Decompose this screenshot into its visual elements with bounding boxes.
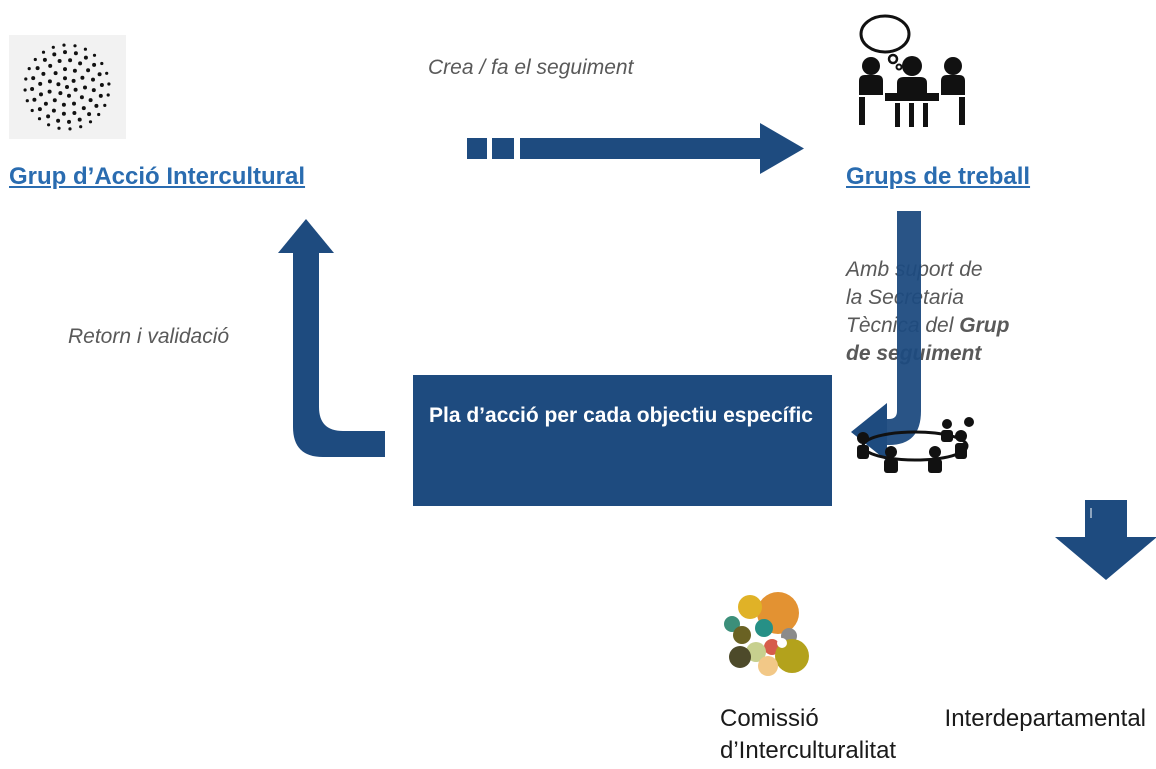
- sphere-dot: [80, 75, 85, 80]
- sphere-dot: [72, 68, 77, 73]
- sphere-dot: [77, 117, 82, 122]
- sphere-dot: [88, 120, 93, 124]
- sphere-dot: [47, 123, 51, 127]
- sphere-dot: [63, 50, 67, 55]
- sphere-dot: [94, 103, 99, 108]
- sphere-dot: [33, 57, 37, 62]
- sphere-dot: [91, 77, 95, 82]
- sphere-dot: [97, 112, 101, 117]
- crea-seguiment-label: Crea / fa el seguiment: [428, 56, 634, 79]
- sphere-dot: [78, 61, 83, 66]
- sphere-dot: [103, 103, 107, 107]
- sphere-dot: [24, 77, 28, 81]
- sphere-dot: [41, 50, 46, 54]
- sphere-dot: [79, 95, 84, 100]
- sphere-dot: [57, 126, 61, 130]
- sphere-dot: [68, 127, 72, 131]
- sphere-dot: [23, 88, 27, 92]
- sphere-dot: [83, 55, 88, 60]
- sphere-dot: [86, 68, 91, 73]
- sphere-dot: [53, 71, 58, 76]
- sphere-dot: [31, 76, 36, 81]
- sphere-dot: [52, 98, 57, 103]
- sphere-dot: [46, 114, 51, 119]
- sphere-dot: [107, 82, 111, 86]
- sphere-dot: [65, 85, 69, 89]
- sphere-dot: [88, 98, 93, 103]
- sphere-dot: [83, 47, 87, 51]
- sphere-dot: [30, 87, 35, 91]
- sphere-dot: [63, 67, 67, 72]
- dotted-sphere-icon: [9, 35, 126, 139]
- sphere-dot: [61, 102, 66, 107]
- sphere-dot: [92, 53, 97, 57]
- sphere-dot: [83, 85, 87, 90]
- sphere-dot: [30, 108, 34, 113]
- sphere-dot: [39, 92, 43, 97]
- sphere-dot: [79, 125, 83, 129]
- retorn-validacio-label: Retorn i validació: [68, 325, 230, 348]
- sphere-dot: [38, 81, 43, 86]
- suport-note: Amb suport de la Secretaria Tècnica del …: [846, 256, 1009, 368]
- comissio-line-1: Comissió Interdepartamental: [720, 705, 1146, 732]
- sphere-dot: [72, 111, 77, 115]
- sphere-dot: [99, 83, 104, 87]
- sphere-dot: [100, 61, 104, 66]
- sphere-dot: [48, 63, 53, 68]
- sphere-dot: [63, 76, 67, 81]
- sphere-dot: [52, 52, 57, 57]
- sphere-dot: [56, 118, 61, 123]
- sphere-dot: [97, 72, 102, 77]
- sphere-dot: [61, 111, 66, 116]
- sphere-dot: [91, 88, 96, 93]
- sphere-dot: [57, 59, 62, 63]
- sphere-dot: [58, 91, 63, 96]
- down-left-arrow-icon: [851, 211, 921, 461]
- comissio-line-2: d’Interculturalitat: [720, 737, 897, 764]
- sphere-dot: [37, 107, 42, 112]
- sphere-dot: [92, 62, 97, 67]
- sphere-dot: [68, 58, 73, 63]
- up-arrow-icon: [278, 219, 385, 457]
- sphere-dot: [41, 71, 46, 76]
- meeting-people-icon: [859, 14, 965, 127]
- sphere-dot: [67, 93, 71, 98]
- sphere-dot: [56, 82, 61, 87]
- sphere-dot: [47, 89, 52, 94]
- sphere-dot: [51, 45, 55, 49]
- sphere-dot: [73, 87, 78, 92]
- down-arrow-icon: [1055, 500, 1156, 580]
- sphere-dot: [105, 71, 109, 75]
- sphere-dot: [25, 99, 29, 103]
- sphere-dot: [73, 51, 78, 56]
- sphere-dot: [43, 101, 48, 106]
- sphere-dot: [98, 93, 103, 98]
- sphere-dot: [42, 57, 47, 62]
- sphere-dot: [67, 119, 71, 124]
- pla-accio-box: Pla d’acció per cada objectiu específic: [413, 375, 832, 506]
- sphere-dot: [106, 93, 110, 97]
- sphere-dot: [81, 106, 86, 111]
- grup-accio-intercultural-link[interactable]: Grup d’Acció Intercultural: [9, 163, 306, 190]
- colored-circles-logo-icon: [724, 592, 809, 676]
- sphere-dot: [47, 79, 52, 84]
- sphere-dot: [35, 66, 40, 71]
- sphere-dot: [37, 117, 42, 121]
- sphere-dot: [32, 97, 37, 102]
- group-circle-icon: [857, 417, 974, 473]
- sphere-dot: [62, 43, 66, 47]
- grup-bold: Grup: [959, 314, 1010, 337]
- sphere-dot: [27, 67, 31, 71]
- grups-de-treball-link[interactable]: Grups de treball: [846, 163, 1031, 190]
- sphere-dot: [72, 101, 76, 106]
- sphere-dot: [51, 108, 56, 113]
- sphere-dot: [71, 78, 76, 83]
- right-arrow-icon: [467, 123, 804, 174]
- sphere-dot: [87, 112, 92, 117]
- sphere-dot: [73, 44, 77, 48]
- pla-accio-label: Pla d’acció per cada objectiu específic: [429, 404, 813, 427]
